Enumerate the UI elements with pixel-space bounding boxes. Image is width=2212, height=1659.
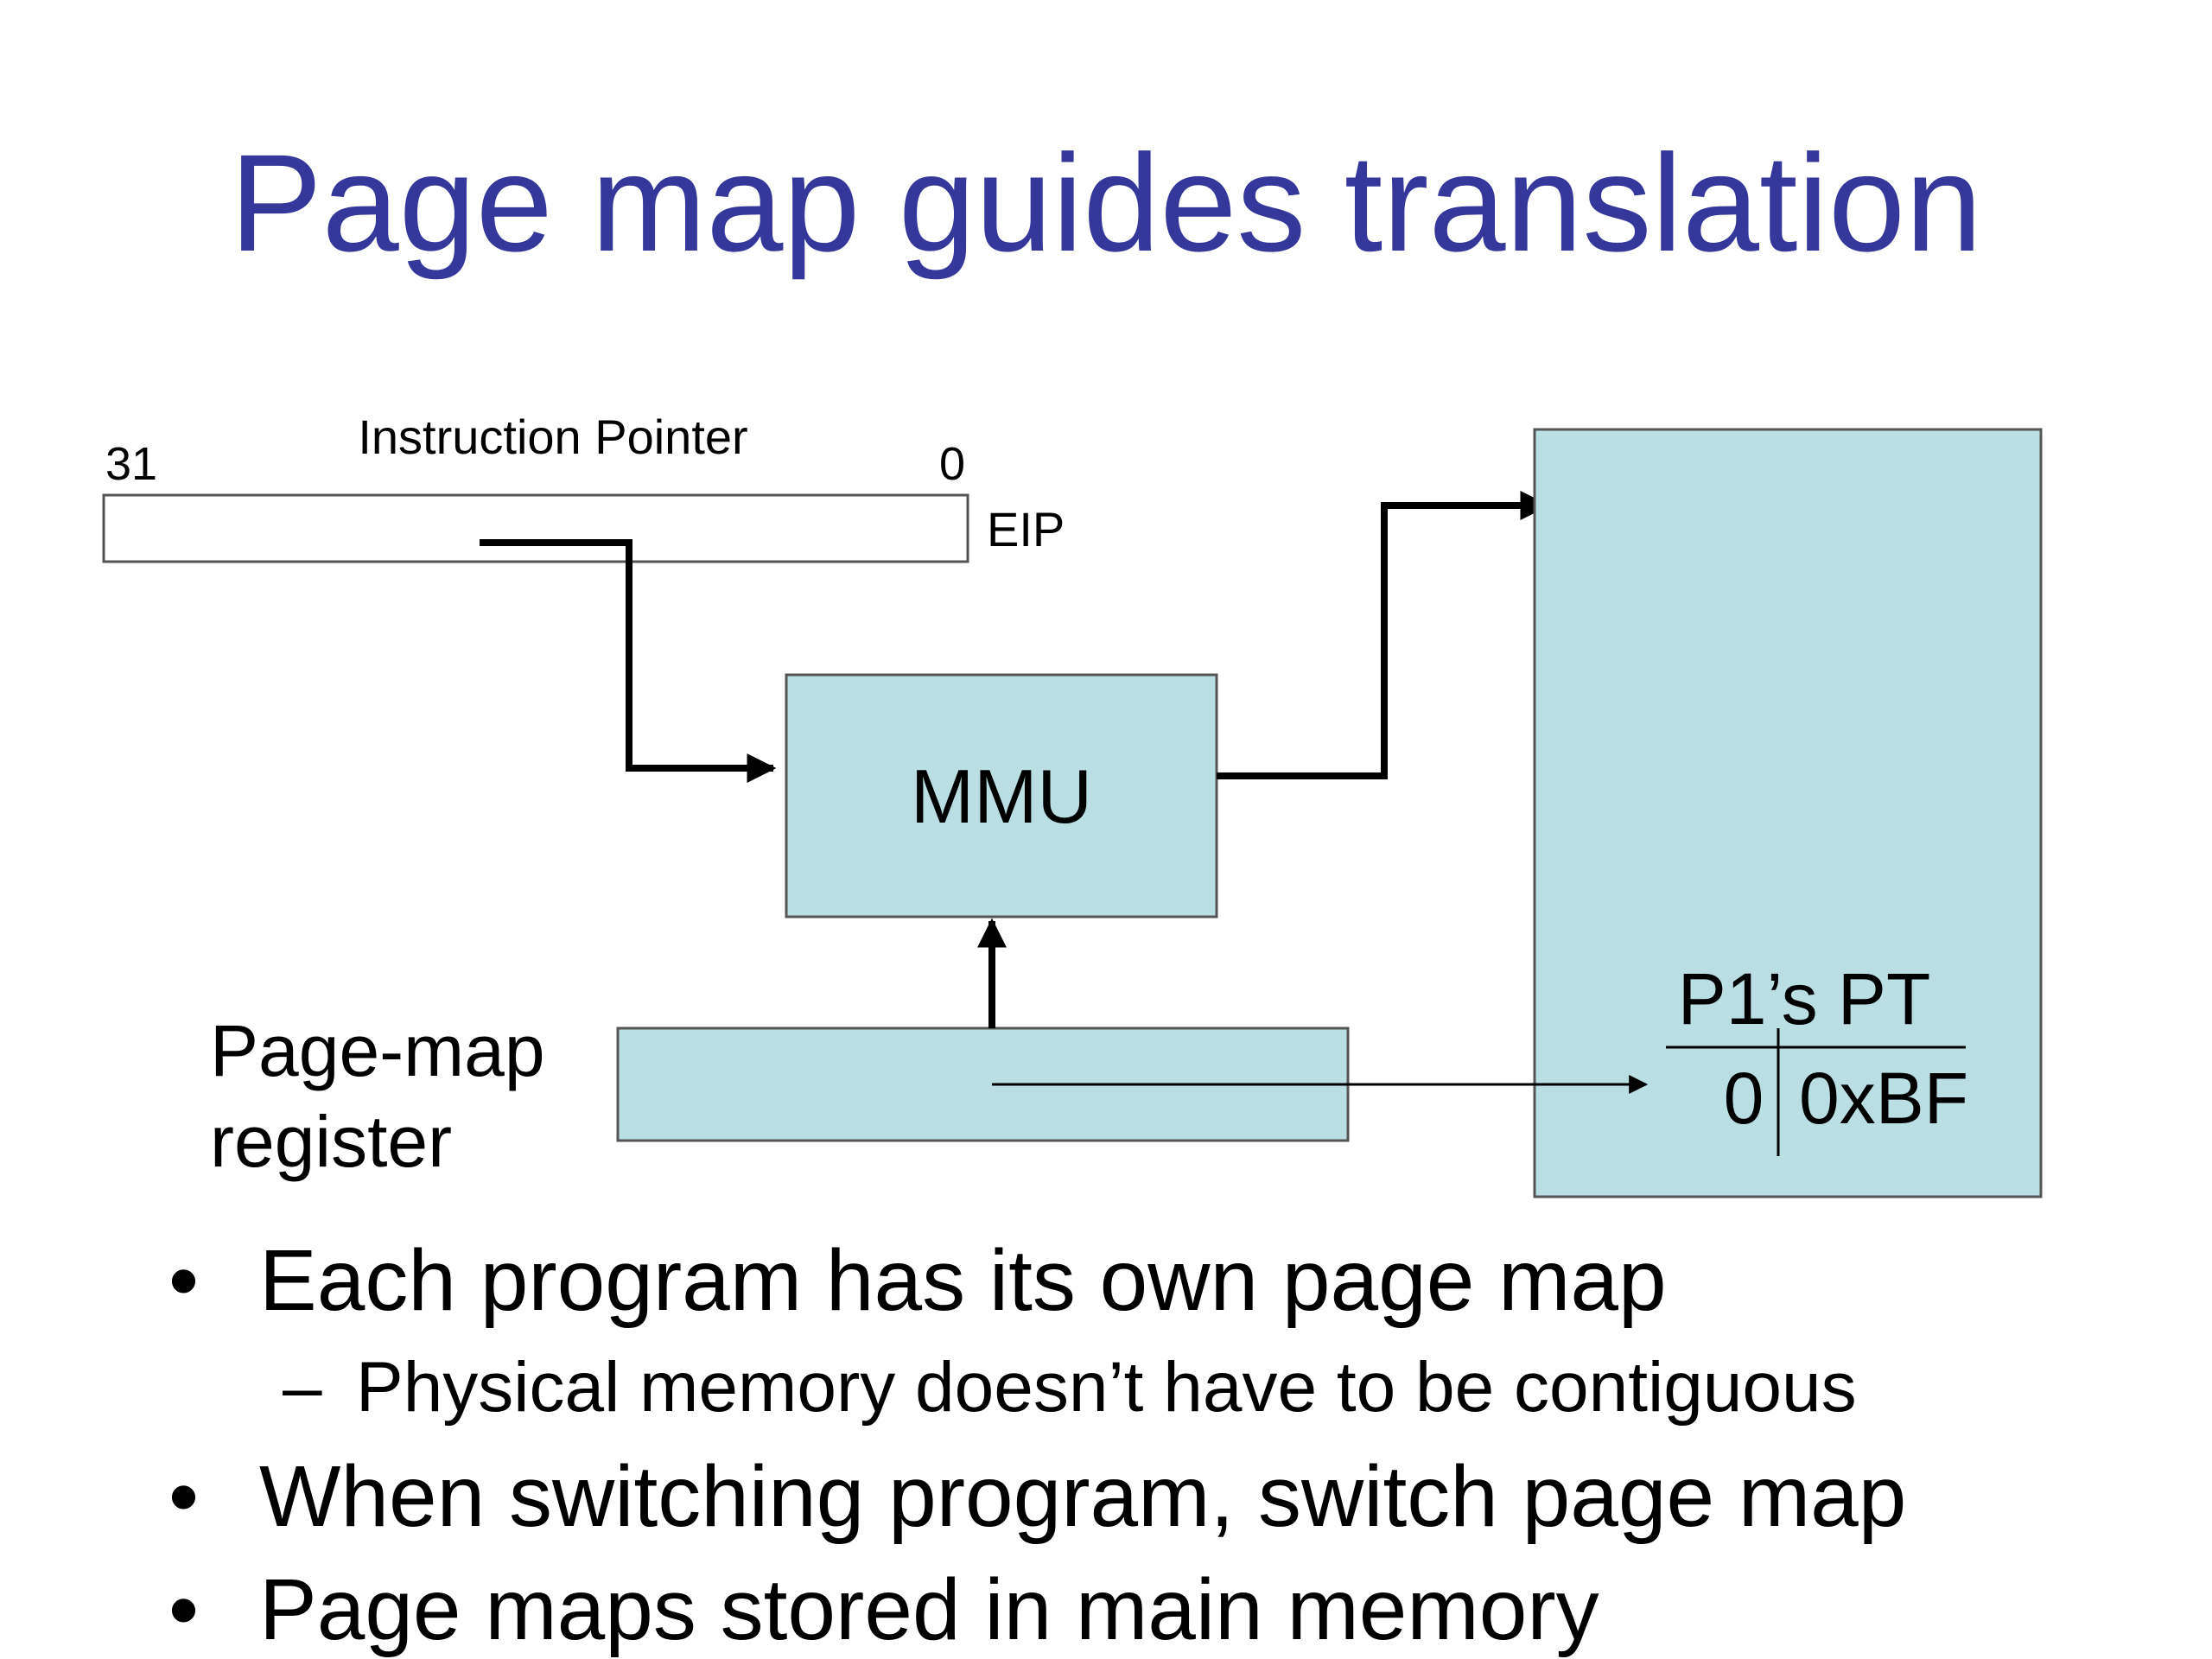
register-name: EIP [987,502,1065,556]
mmu-box [785,673,1218,918]
bit-high-label: 31 [105,438,157,490]
eip-to-mmu-arrow [480,539,777,783]
mmu-label: MMU [911,753,1092,839]
register-title: Instruction Pointer [358,410,747,464]
slide-title: Page map guides translation [230,125,1982,280]
pagemap-label-line1: Page-map [210,1010,545,1091]
page-table-title: P1’s PT [1678,958,1931,1039]
physical-memory-box [1533,428,2043,1198]
eip-register-box [102,493,969,563]
mmu-to-memory-arrow [1217,491,1550,779]
page-table-value: 0xBF [1799,1058,1968,1139]
bit-low-label: 0 [939,438,965,490]
pagemap-label-line2: register [210,1101,452,1182]
page-table-index: 0 [1724,1058,1764,1139]
